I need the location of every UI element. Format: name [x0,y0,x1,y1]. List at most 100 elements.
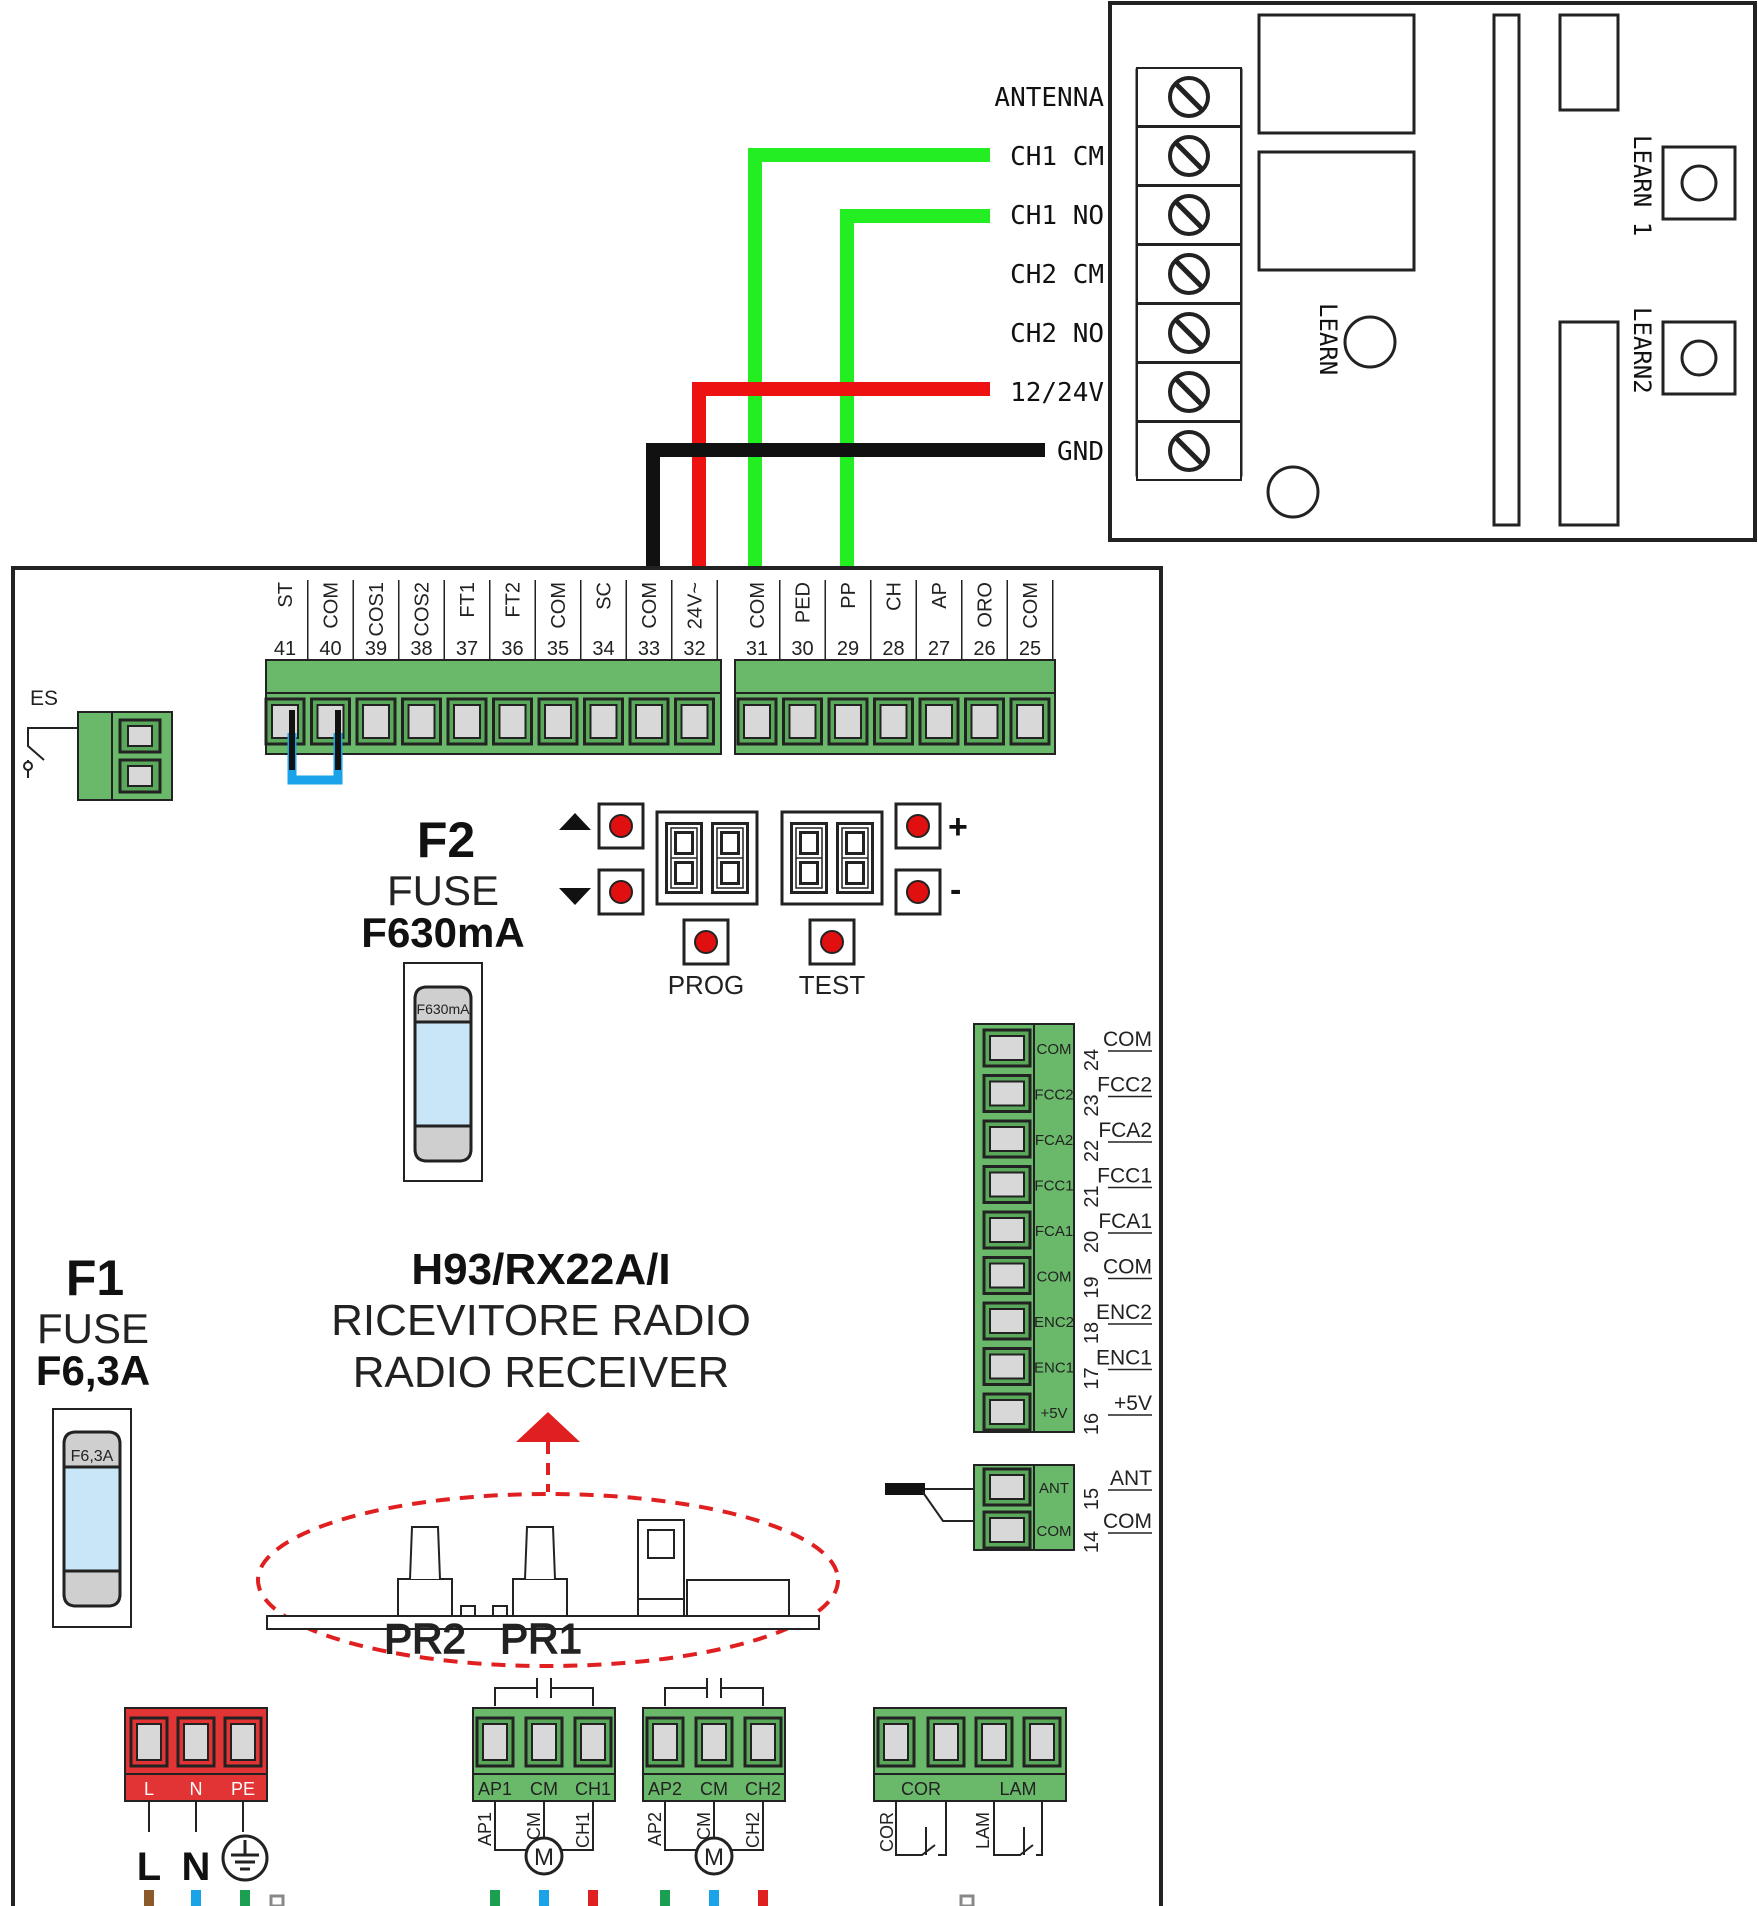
f2-title: F2 [417,812,475,868]
terminal-outer-label: FCA2 [1098,1119,1152,1142]
terminal-outer-label: ENC2 [1096,1301,1152,1324]
f2-rating: F630mA [361,909,524,956]
power-terminal-label: L [144,1779,154,1799]
terminal-inner-label: +5V [1040,1405,1067,1422]
antenna-symbol [885,1483,975,1522]
module-line1: RICEVITORE RADIO [331,1296,751,1345]
motor-icon [524,1836,564,1876]
up-button[interactable] [597,802,645,850]
minus-button[interactable] [894,868,942,916]
motor1-terminal-label: CH1 [575,1779,611,1799]
motor1-terminal-label: CM [530,1779,558,1799]
f2-fuse-label: FUSE [387,867,499,914]
receiver-terminal-label: CH1 CM [1010,142,1104,172]
terminal-inner-label: FCA1 [1035,1223,1073,1240]
receiver-screw-terminals [1136,67,1242,481]
wire-red-12-24v [692,382,990,580]
terminal-number: 18 [1081,1322,1103,1344]
lam-wire-label: LAM [973,1812,993,1849]
terminal-number: 19 [1081,1276,1103,1298]
f2-body-label: F630mA [417,1001,471,1017]
insert-arrow-icon [516,1412,580,1442]
terminal-label: PP [838,582,860,609]
learn2-label: LEARN2 [1628,307,1656,394]
terminal-number: 36 [501,638,523,660]
receiver-terminal-label: CH2 NO [1010,319,1104,349]
lam-switch-icon [993,1801,1043,1856]
learn1-label: LEARN 1 [1628,135,1656,236]
terminal-label: COM [747,582,769,629]
terminal-number: 20 [1081,1231,1103,1253]
cor-label: COR [901,1779,941,1799]
terminal-label: FT2 [503,582,525,618]
f1-body-label: F6,3A [71,1448,114,1465]
wire-green-ch1no [840,209,990,580]
terminal-number: 30 [791,638,813,660]
learn1-button[interactable] [1661,145,1737,221]
power-terminal-label: PE [231,1779,255,1799]
minus-label: - [950,871,961,909]
motor1-wire-label: CM [524,1812,544,1840]
terminal-number: 24 [1081,1049,1103,1071]
display-right [780,810,884,906]
terminal-label: SC [594,582,616,610]
terminal-number: 26 [973,638,995,660]
terminal-inner-label: COM [1037,1523,1072,1540]
terminal-label: COM [639,582,661,629]
down-arrow-icon [559,888,591,905]
terminal-number: 40 [319,638,341,660]
ground-icon [221,1834,269,1882]
terminal-label: FT1 [457,582,479,618]
control-board [11,566,1163,1906]
fuse-f1: F1 FUSE F6,3A F6,3A [36,1250,150,1628]
terminal-outer-label: FCC2 [1097,1074,1152,1097]
module-model: H93/RX22A/I [411,1245,670,1294]
receiver-terminal-label: GND [1057,437,1104,467]
terminal-label: COM [548,582,570,629]
motor1-wire-label: AP1 [475,1812,495,1846]
terminal-number: 25 [1019,638,1041,660]
learn2-button[interactable] [1661,320,1737,396]
control-panel: + - PROG TEST [559,802,968,1000]
motor1-terminal-label: AP1 [478,1779,512,1799]
terminal-label: PED [793,582,815,623]
terminal-number: 34 [592,638,614,660]
f1-rating: F6,3A [36,1347,150,1394]
terminal-number: 33 [638,638,660,660]
wire-black-gnd [646,443,1045,580]
terminal-label: COM [1020,582,1042,629]
plus-label: + [948,808,968,846]
receiver-terminal-label: ANTENNA [994,83,1104,113]
down-button[interactable] [597,868,645,916]
terminal-number: 22 [1081,1140,1103,1162]
terminal-number: 23 [1081,1094,1103,1116]
wire-green-ch1cm [748,148,990,580]
terminal-outer-label: COM [1103,1028,1152,1051]
es-terminal: ES [23,687,173,801]
terminal-outer-label: FCA1 [1098,1210,1152,1233]
test-button[interactable] [808,918,856,966]
terminal-inner-label: FCC1 [1034,1178,1073,1195]
terminal-number: 37 [456,638,478,660]
terminal-number: 27 [928,638,950,660]
prog-button[interactable] [682,918,730,966]
terminal-outer-label: +5V [1114,1392,1152,1415]
terminal-label: CH [884,582,906,611]
terminal-number: 29 [837,638,859,660]
terminal-inner-label: COM [1037,1269,1072,1286]
f1-fuse-label: FUSE [37,1305,149,1352]
power-label-n: N [182,1845,211,1889]
pr2-label: PR2 [384,1615,466,1662]
learn-led [1343,315,1397,369]
fuse-f2: F2 FUSE F630mA F630mA [361,812,525,1182]
plus-button[interactable] [894,802,942,850]
terminal-inner-label: COM [1037,1041,1072,1058]
terminal-number: 21 [1081,1185,1103,1207]
power-terminal-label: N [190,1779,203,1799]
f1-title: F1 [66,1250,124,1306]
terminal-number: 32 [683,638,705,660]
terminal-number: 41 [274,638,296,660]
